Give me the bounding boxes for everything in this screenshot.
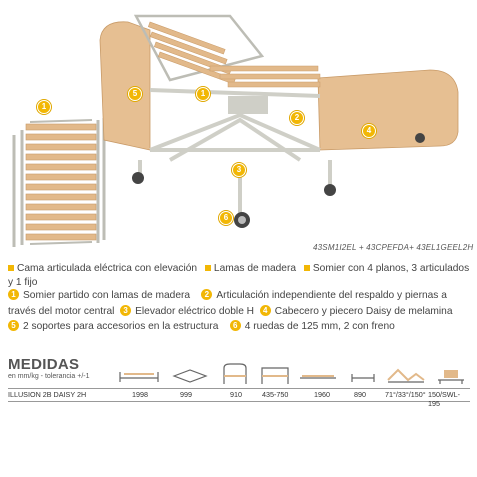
- number-badge: 4: [259, 304, 271, 316]
- item-text: través del motor central: [8, 305, 115, 317]
- item-text: Cabecero y piecero Daisy de melamina: [274, 305, 453, 317]
- product-code: 43SM1I2EL + 43CPEFDA+ 43EL1GEEL2H: [313, 243, 474, 252]
- mattress-length-icon: [300, 375, 336, 379]
- spec-value: 71°/33°/150°: [385, 390, 426, 399]
- load-icon: [438, 370, 464, 384]
- length-icon: [119, 372, 159, 382]
- tag-3: 3: [232, 163, 246, 177]
- item-text: Articulación independiente del respaldo …: [216, 290, 447, 301]
- tag-1b: 1: [196, 87, 210, 101]
- features-list: Cama articulada eléctrica con elevación …: [8, 262, 470, 290]
- bullet-square-icon: [303, 264, 310, 271]
- medidas-title: MEDIDAS: [8, 356, 80, 373]
- feature-item: Lamas de madera: [204, 263, 297, 274]
- angles-icon: [387, 368, 425, 383]
- tag-4: 4: [362, 124, 376, 138]
- tag-1: 1: [37, 100, 51, 114]
- spec-value: 999: [180, 390, 192, 399]
- tag-6: 6: [219, 211, 233, 225]
- spec-row: ILLUSION 2B DAISY 2H 1998 999 910 435-75…: [8, 388, 470, 408]
- feature-text: Lamas de madera: [213, 263, 297, 274]
- item-text: Elevador eléctrico doble H: [135, 305, 255, 317]
- bullet-square-icon: [204, 264, 211, 271]
- spec-value: 1960: [314, 390, 330, 399]
- model-name: ILLUSION 2B DAISY 2H: [8, 390, 87, 399]
- spec-value: 1998: [132, 390, 148, 399]
- mattress-width-icon: [351, 374, 375, 382]
- feature-text: Somier con 4 planos, 3 articulados y 1 f…: [8, 263, 470, 288]
- feature-text: Cama articulada eléctrica con elevación: [17, 263, 198, 274]
- number-badge: 2: [201, 289, 213, 301]
- dimension-icons: [118, 362, 470, 390]
- item-text: 2 soportes para accesorios en la estruct…: [23, 321, 219, 332]
- tag-5: 5: [128, 87, 142, 101]
- feature-item: Cama articulada eléctrica con elevación: [8, 263, 197, 274]
- elevation-icon: [261, 367, 289, 384]
- item-text: 4 ruedas de 125 mm, 2 con freno: [244, 321, 395, 332]
- number-badge: 6: [229, 320, 241, 332]
- spec-value: 435-750: [262, 390, 289, 399]
- product-image: [12, 14, 459, 247]
- spec-value: 150/SWL-195: [428, 390, 460, 408]
- items-row: 5 2 soportes para accesorios en la estruc…: [8, 319, 472, 335]
- bullet-square-icon: [8, 264, 14, 271]
- bed-illustration: [99, 14, 459, 228]
- spec-value: 890: [354, 390, 366, 399]
- number-badge: 1: [8, 289, 19, 301]
- spec-value: 910: [230, 390, 242, 399]
- height-icon: [223, 363, 247, 384]
- item-text: Somier partido con lamas de madera: [23, 290, 191, 301]
- feature-item: Somier con 4 planos, 3 articulados y 1 f…: [8, 263, 469, 288]
- medidas-subtitle: en mm/kg - tolerancia +/-1: [8, 373, 90, 380]
- width-icon: [172, 369, 208, 383]
- number-badge: 5: [8, 320, 19, 332]
- tag-2: 2: [290, 111, 304, 125]
- number-badge: 3: [120, 304, 132, 316]
- folded-bed-illustration: [12, 118, 106, 247]
